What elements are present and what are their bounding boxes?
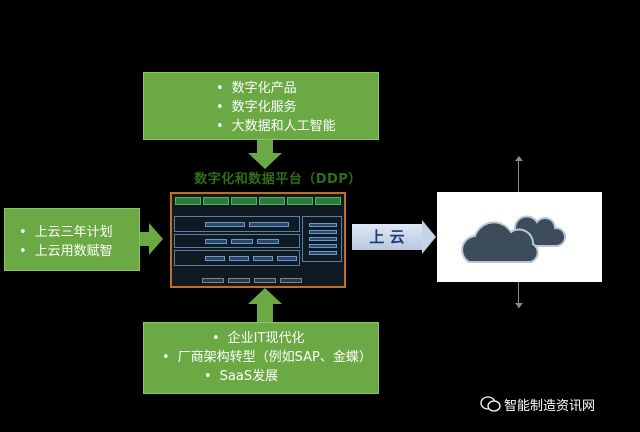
up-arrow-stem	[257, 303, 273, 322]
platform-footer-box	[228, 278, 250, 283]
platform-module	[277, 256, 297, 261]
platform-module	[253, 256, 273, 261]
bottom-drivers-box: 企业IT现代化 厂商架构转型（例如SAP、金蝶） SaaS发展	[143, 322, 379, 394]
platform-layer	[174, 234, 300, 248]
platform-tab	[259, 197, 285, 205]
platform-tab	[315, 197, 341, 205]
down-arrow-stem	[257, 140, 273, 154]
top-item: 数字化产品	[216, 79, 378, 98]
platform-module	[229, 256, 249, 261]
platform-footer-box	[202, 278, 224, 283]
top-item: 数字化服务	[216, 98, 378, 117]
platform-tab	[287, 197, 313, 205]
up-tick-icon	[515, 156, 523, 161]
platform-module	[231, 239, 253, 244]
platform-layer	[174, 250, 300, 266]
platform-module	[309, 237, 337, 241]
right-arrow-stem	[140, 232, 150, 246]
platform-architecture-diagram	[170, 192, 346, 288]
platform-module	[205, 222, 245, 227]
right-arrow-icon	[149, 223, 163, 255]
down-arrow-icon	[248, 153, 282, 169]
left-drivers-box: 上云三年计划 上云用数赋智	[4, 208, 140, 271]
to-cloud-arrow-head-icon	[422, 220, 436, 254]
top-drivers-box: 数字化产品 数字化服务 大数据和人工智能	[143, 72, 379, 140]
platform-tab	[203, 197, 229, 205]
platform-module	[309, 251, 337, 255]
platform-footer-box	[280, 278, 302, 283]
left-item: 上云三年计划	[19, 223, 139, 242]
platform-title: 数字化和数据平台（DDP）	[194, 172, 362, 187]
top-item: 大数据和人工智能	[216, 117, 378, 136]
watermark-text: 智能制造资讯网	[504, 399, 596, 414]
wechat-icon	[480, 396, 501, 412]
platform-module	[309, 230, 337, 234]
bottom-item: SaaS发展	[204, 367, 378, 386]
cloud-panel	[437, 192, 602, 282]
to-cloud-label: 上 云	[369, 228, 405, 246]
down-tick-icon	[515, 303, 523, 308]
platform-module	[257, 239, 279, 244]
platform-module	[205, 256, 225, 261]
cloud-icon	[461, 215, 566, 263]
platform-module	[309, 223, 337, 227]
platform-module	[249, 222, 289, 227]
bottom-item: 企业IT现代化	[212, 329, 378, 348]
to-cloud-arrow	[352, 224, 422, 250]
platform-layer	[174, 216, 300, 232]
platform-module	[205, 239, 227, 244]
platform-module	[309, 244, 337, 248]
left-item: 上云用数赋智	[19, 242, 139, 261]
platform-footer-box	[254, 278, 276, 283]
platform-tab	[175, 197, 201, 205]
bottom-item: 厂商架构转型（例如SAP、金蝶）	[162, 348, 378, 367]
platform-tab	[231, 197, 257, 205]
platform-side-column	[302, 216, 342, 262]
up-arrow-icon	[248, 288, 282, 304]
